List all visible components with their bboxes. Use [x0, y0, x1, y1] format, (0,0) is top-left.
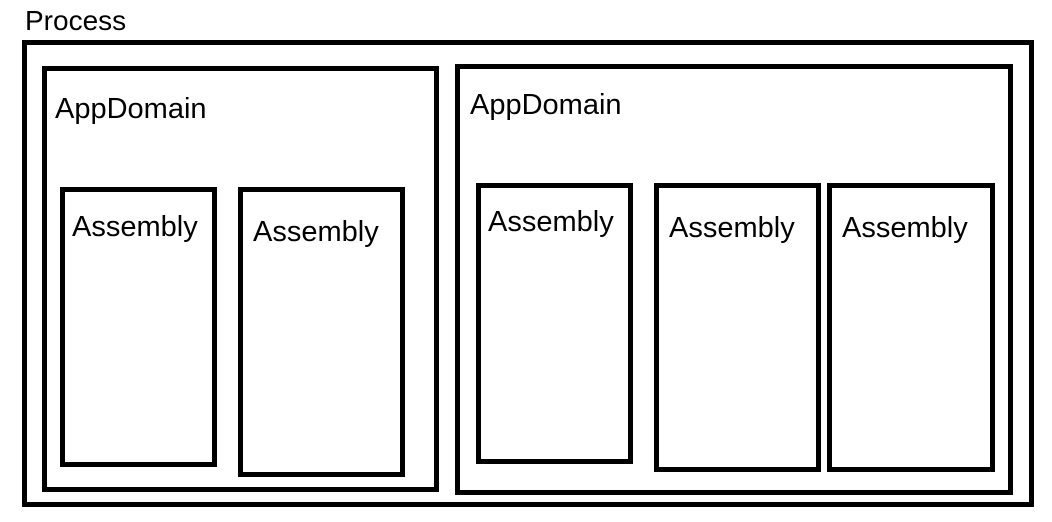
assembly-box-2-3 — [827, 183, 995, 472]
appdomain-label-2: AppDomain — [470, 89, 622, 121]
assembly-label-1-1: Assembly — [72, 211, 198, 243]
assembly-box-2-1 — [476, 183, 633, 464]
process-label: Process — [25, 5, 127, 36]
assembly-label-1-2: Assembly — [253, 216, 379, 248]
assembly-label-2-1: Assembly — [488, 206, 614, 238]
assembly-box-2-2 — [654, 183, 821, 472]
assembly-label-2-2: Assembly — [669, 212, 795, 244]
assembly-box-1-2 — [238, 187, 405, 477]
assembly-box-1-1 — [60, 187, 217, 467]
appdomain-label-1: AppDomain — [55, 93, 207, 125]
assembly-label-2-3: Assembly — [842, 212, 968, 244]
